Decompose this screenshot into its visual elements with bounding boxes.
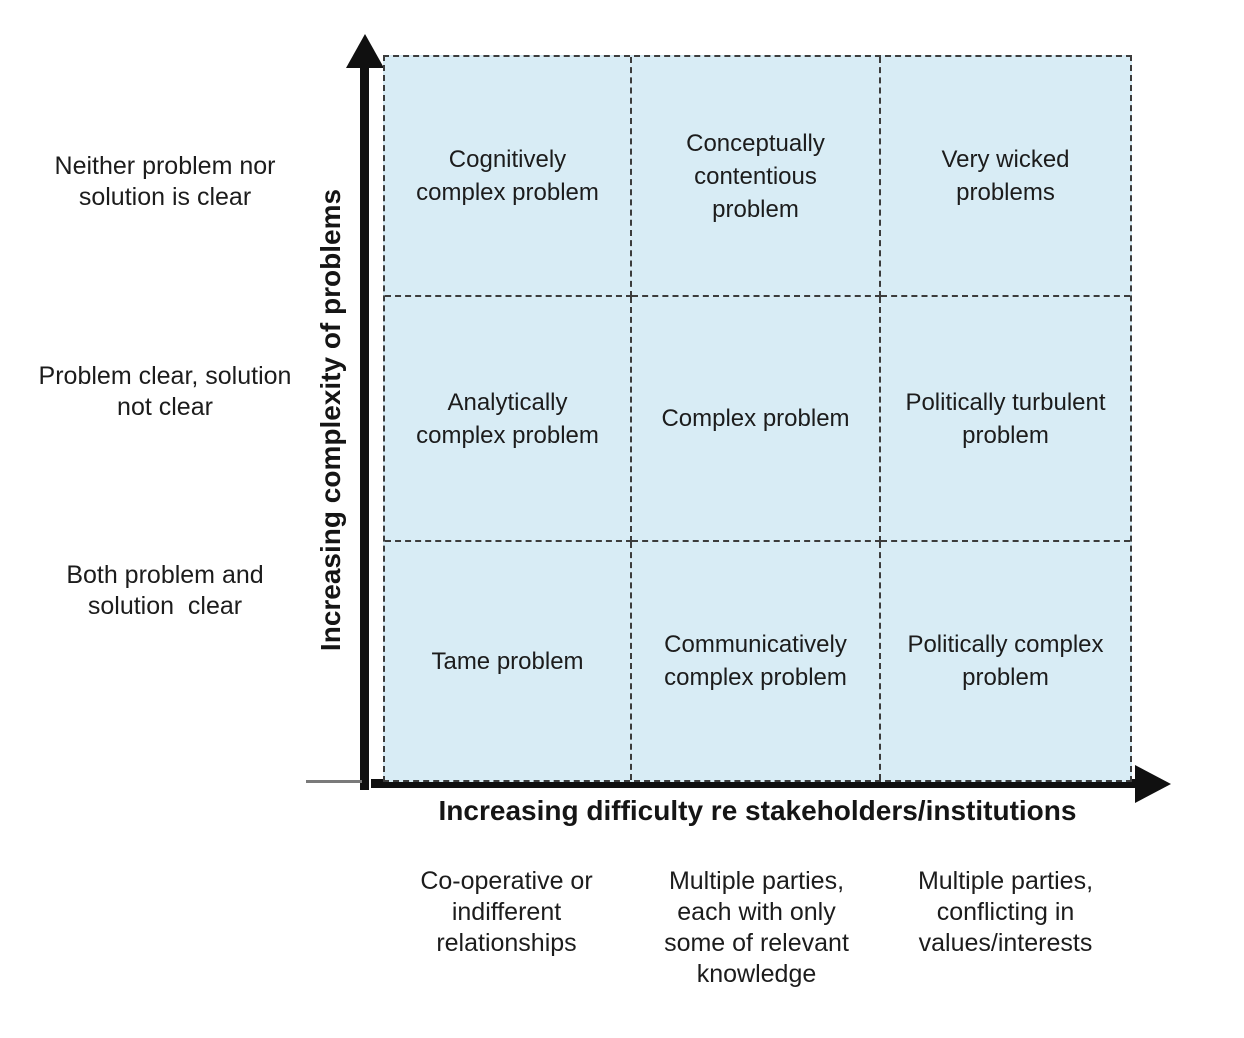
cell-communicatively-complex: Communicatively complex problem bbox=[632, 542, 881, 780]
column-label-multiple-parties-conflicting: Multiple parties, conflicting in values/… bbox=[917, 867, 1094, 957]
y-axis-arrow bbox=[360, 60, 369, 790]
row-label-neither-clear: Neither problem nor solution is clear bbox=[54, 152, 276, 211]
cell-cognitively-complex: Cognitively complex problem bbox=[385, 57, 632, 297]
cell-analytically-complex: Analytically complex problem bbox=[385, 297, 632, 542]
matrix-grid: Cognitively complex problem Conceptually… bbox=[383, 55, 1132, 782]
cell-conceptually-contentious: Conceptually contentious problem bbox=[632, 57, 881, 297]
cell-politically-complex: Politically complex problem bbox=[907, 631, 1104, 691]
x-axis-arrow bbox=[371, 779, 1137, 788]
column-label-cooperative: Co-operative or indifferent relationship… bbox=[420, 867, 593, 957]
x-axis-baseline-stub bbox=[306, 780, 362, 783]
cell-politically-turbulent: Politically turbulent problem bbox=[881, 297, 1130, 542]
cell-tame: Tame problem bbox=[385, 542, 632, 780]
cell-very-wicked: Very wicked problems bbox=[881, 57, 1130, 297]
column-label-multiple-parties-knowledge: Multiple parties, each with only some of… bbox=[664, 867, 849, 988]
row-label-both-clear: Both problem and solution clear bbox=[66, 561, 264, 620]
y-axis-arrowhead-icon bbox=[346, 34, 384, 68]
cell-complex: Complex problem bbox=[632, 297, 881, 542]
x-axis-arrowhead-icon bbox=[1135, 765, 1171, 803]
x-axis-label: Increasing difficulty re stakeholders/in… bbox=[438, 795, 1077, 826]
row-label-problem-clear: Problem clear, solution not clear bbox=[38, 362, 292, 421]
